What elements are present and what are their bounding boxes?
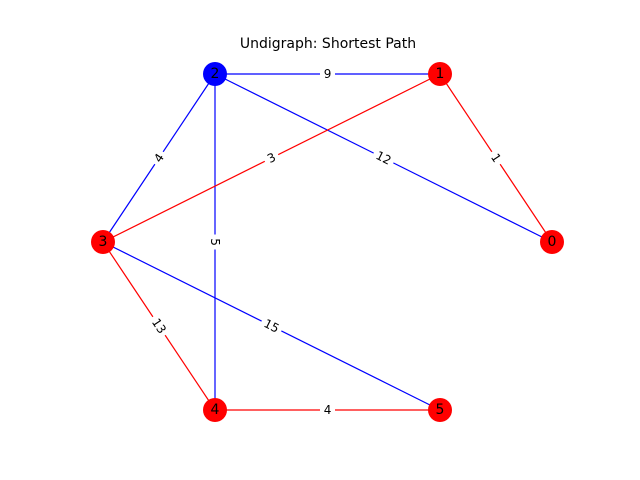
edge-weight-background — [261, 147, 282, 169]
node-1: 1 — [428, 62, 452, 86]
edge-weight-background — [485, 147, 507, 169]
edges-layer — [102, 73, 553, 411]
node-0: 0 — [540, 230, 564, 254]
node-label: 0 — [548, 234, 557, 250]
edge-weight-label-2-3: 4 — [148, 147, 170, 169]
edge-weight-label-2-1: 9 — [320, 66, 335, 82]
edge-weight-label-4-5: 4 — [320, 402, 335, 418]
node-label: 5 — [436, 402, 445, 418]
node-label: 2 — [211, 66, 220, 82]
node-circle — [428, 398, 452, 422]
edge-weight-background — [320, 402, 335, 418]
graph-title: Undigraph: Shortest Path — [240, 36, 416, 52]
edge-weight-label-2-4: 5 — [207, 234, 223, 250]
edge-weight-background — [207, 234, 223, 250]
edge-weight-label-3-5: 15 — [258, 313, 285, 339]
edge-weight-text: 4 — [324, 403, 332, 417]
node-circle — [203, 62, 227, 86]
node-4: 4 — [203, 398, 227, 422]
edge-weight-label-1-0: 1 — [485, 147, 507, 169]
node-circle — [428, 62, 452, 86]
node-5: 5 — [428, 398, 452, 422]
edge-weight-text: 12 — [374, 148, 394, 167]
edge-weight-text: 15 — [262, 316, 282, 335]
node-3: 3 — [91, 230, 115, 254]
edge-weight-label-2-0: 12 — [370, 145, 397, 171]
edge-weight-background — [146, 312, 172, 340]
edge-weight-text: 9 — [324, 67, 332, 81]
node-label: 4 — [211, 402, 220, 418]
node-circle — [203, 398, 227, 422]
edge-weight-text: 5 — [208, 238, 222, 246]
node-circle — [91, 230, 115, 254]
edge-weight-label-3-4: 13 — [146, 312, 172, 340]
edge-weight-background — [258, 313, 285, 339]
node-2: 2 — [203, 62, 227, 86]
node-label: 3 — [99, 234, 108, 250]
node-circle — [540, 230, 564, 254]
edge-weight-background — [148, 147, 170, 169]
edge-weight-background — [370, 145, 397, 171]
edge-weight-label-1-3: 3 — [261, 147, 282, 169]
node-label: 1 — [436, 66, 445, 82]
edge-weight-background — [320, 66, 335, 82]
